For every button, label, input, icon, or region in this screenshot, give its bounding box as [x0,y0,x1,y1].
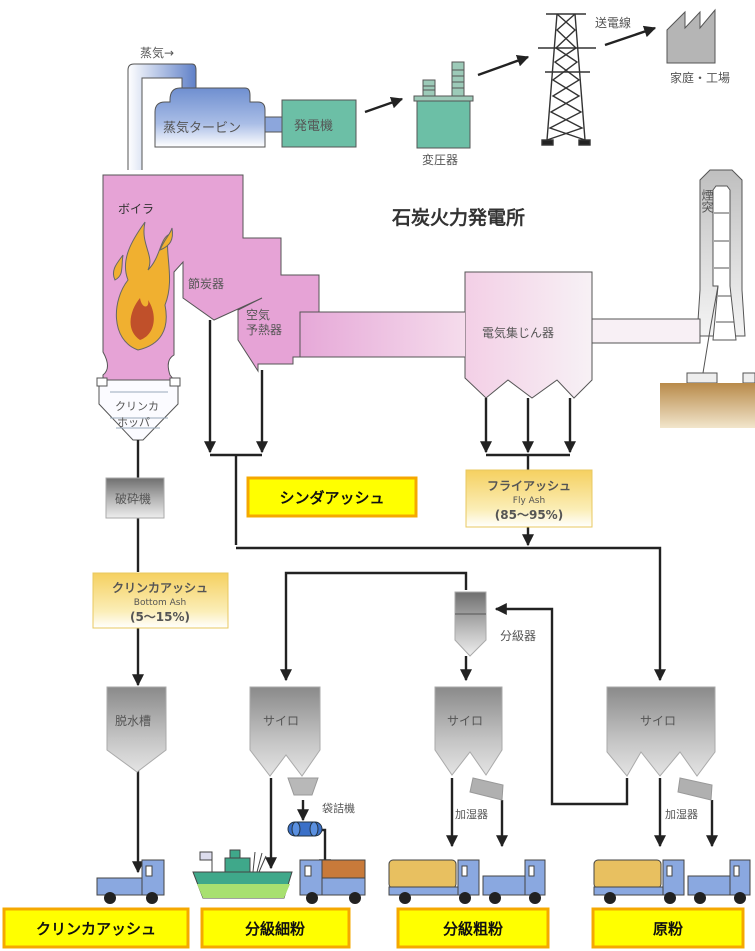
arrow-to-transformer [364,96,404,114]
classifier [454,591,487,657]
conveyor-icon [287,821,323,837]
generator [281,99,357,148]
factory-icon [666,8,716,64]
bagging-hopper [287,777,319,796]
arrow-to-tower [477,55,530,77]
ship-icon [192,849,293,899]
air-preheater-label-1: 空気 [246,307,270,322]
fly-ash-en: Fly Ash [513,496,545,506]
cinder-ash-label-box [246,476,418,518]
product-raw-box [591,907,745,949]
turbine-label: 蒸気タービン [163,120,241,136]
flow-lines [132,320,718,874]
transmission-line-label: 送電線 [595,15,631,30]
dewater-tank [106,686,167,773]
steam-label: 蒸気→ [140,45,174,60]
dewater-tank-label: 脱水槽 [115,713,151,728]
product-fine-box [200,907,351,949]
fly-ash-box [465,469,593,528]
transformer-label: 変圧器 [422,152,458,167]
boiler-label: ボイラ [118,202,154,216]
consumers-label: 家庭・工場 [670,70,730,85]
steam-pipe [127,63,197,170]
transmission-tower [538,13,596,146]
cinder-ash-label: シンダアッシュ [279,489,384,507]
crusher [105,477,165,519]
economizer-label: 節炭器 [188,276,224,291]
flame-icon [112,221,173,351]
humidifier-2 [677,777,713,801]
bottom-ash-en: Bottom Ash [134,598,186,608]
transformer [413,61,474,149]
truke-icon [687,859,751,904]
tanker-truck-icon [388,859,480,904]
arrow-to-consumers [604,25,657,47]
silo-raw [606,686,716,777]
precipitator-label: 電気集じん器 [482,325,554,340]
product-clinker-box [2,907,190,949]
product-coarse-box [396,907,550,949]
truck-icon [96,859,165,904]
bottom-ash-percent: (5～15%) [130,610,190,624]
fly-ash-percent: (85～95%) [495,508,563,522]
boiler-system [96,174,701,441]
silo-fine-label: サイロ [263,714,299,728]
tanker-truck-icon [593,859,685,904]
generator-label: 発電機 [294,119,333,134]
bottom-ash-box [92,572,229,629]
product-fine-label: 分級細粉 [245,920,305,938]
steam-turbine [154,87,283,148]
hopper-label-1: クリンカ [115,400,159,413]
cargo-truck-icon [299,859,366,904]
humidifier-1 [469,777,504,801]
crusher-label: 破砕機 [115,491,151,506]
air-preheater-label-2: 予熱器 [246,323,282,337]
chimney [686,169,755,384]
fly-ash-jp: フライアッシュ [487,479,571,493]
truck-icon [482,859,546,904]
classifier-label: 分級器 [500,629,536,643]
product-coarse-label: 分級粗粉 [443,920,503,938]
page-title: 石炭火力発電所 [391,206,525,229]
product-raw-label: 原粉 [653,920,683,938]
silo-coarse-label: サイロ [447,714,483,728]
silo-fine [249,686,321,777]
bottom-ash-jp: クリンカアッシュ [112,581,208,595]
ground [660,383,755,428]
bagging-label: 袋詰機 [322,801,355,815]
humidifier-1-label: 加湿器 [455,808,488,821]
product-clinker-label: クリンカアッシュ [36,920,156,938]
hopper-label-2: ホッパ [117,416,150,429]
silo-coarse [434,686,503,776]
humidifier-2-label: 加湿器 [665,808,698,821]
silo-raw-label: サイロ [640,714,676,728]
